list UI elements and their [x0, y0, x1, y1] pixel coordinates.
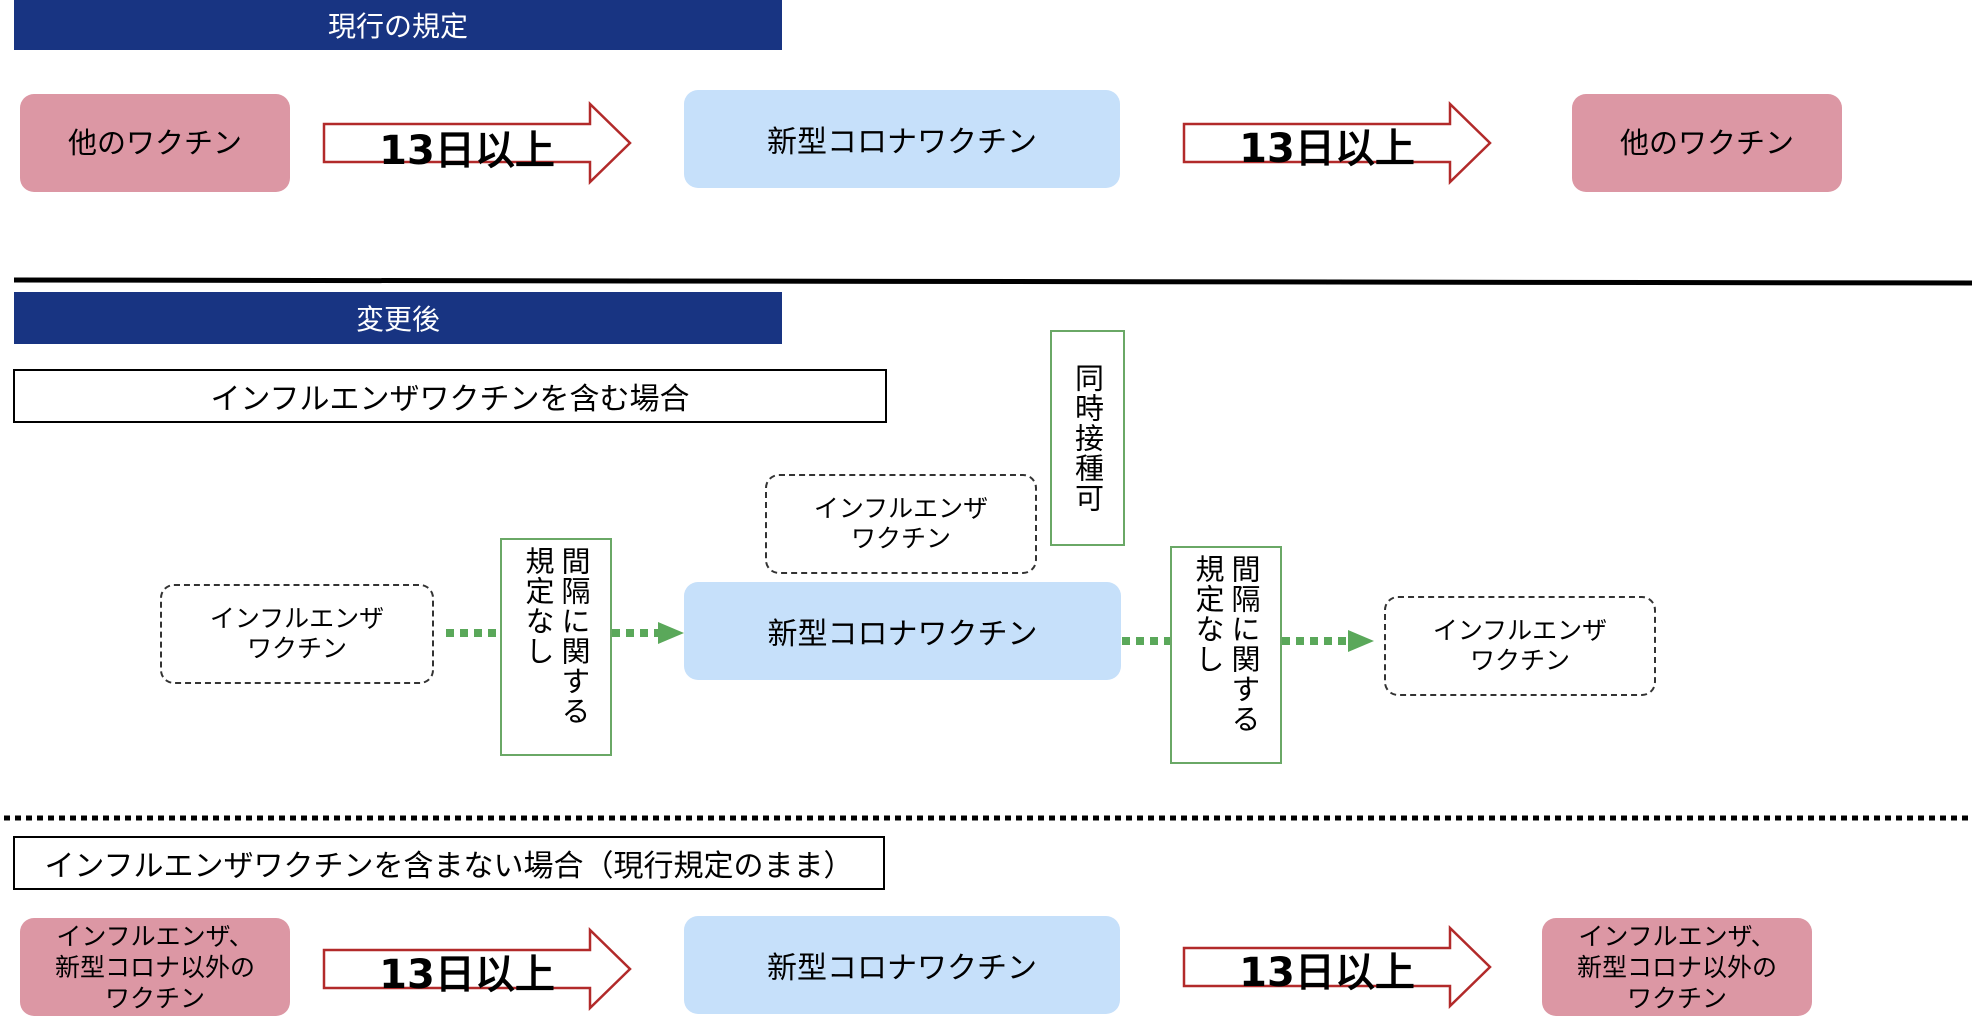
no-interval-rule-box-left: 間隔に関する規定なし	[500, 538, 612, 756]
with-flu-title-box: インフルエンザワクチンを含む場合	[13, 369, 887, 423]
covid-vaccine-box-without-flu: 新型コロナワクチン	[684, 916, 1120, 1014]
no-interval-rule-right-label: 間隔に関する規定なし	[1191, 554, 1261, 734]
dotted-arrow-right	[1122, 630, 1374, 652]
non-flu-vaccine-left-label: インフルエンザ、 新型コロナ以外の ワクチン	[54, 921, 255, 1013]
arrow-13days-4-label: 13日以上	[1239, 950, 1415, 996]
non-flu-vaccine-box-right: インフルエンザ、 新型コロナ以外の ワクチン	[1542, 918, 1812, 1016]
current-rule-banner: 現行の規定	[14, 0, 782, 50]
covid-vaccine-current-label: 新型コロナワクチン	[767, 125, 1037, 160]
non-flu-vaccine-right-label: インフルエンザ、 新型コロナ以外の ワクチン	[1576, 921, 1777, 1013]
covid-vaccine-without-flu-label: 新型コロナワクチン	[767, 951, 1037, 986]
flu-vaccine-right-label: インフルエンザ ワクチン	[1432, 616, 1608, 675]
after-change-banner: 変更後	[14, 292, 782, 344]
simultaneous-vaccination-box: 同時接種可	[1050, 330, 1125, 546]
block-arrow-shape	[1182, 101, 1492, 185]
arrow-13days-1: 13日以上	[322, 101, 632, 185]
other-vaccine-right-label: 他のワクチン	[1619, 126, 1794, 160]
block-arrow-shape	[1182, 925, 1492, 1009]
section-divider-solid	[13, 277, 1972, 286]
flu-vaccine-box-left: インフルエンザ ワクチン	[160, 584, 434, 684]
arrow-13days-1-label: 13日以上	[379, 128, 555, 174]
with-flu-title: インフルエンザワクチンを含む場合	[210, 382, 690, 417]
arrow-13days-2: 13日以上	[1182, 101, 1492, 185]
arrow-13days-3: 13日以上	[322, 927, 632, 1011]
no-interval-rule-left-label: 間隔に関する規定なし	[521, 546, 591, 726]
arrow-13days-2-label: 13日以上	[1239, 126, 1415, 172]
non-flu-vaccine-box-left: インフルエンザ、 新型コロナ以外の ワクチン	[20, 918, 290, 1016]
without-flu-title-box: インフルエンザワクチンを含まない場合（現行規定のまま）	[13, 836, 885, 890]
no-interval-rule-box-right: 間隔に関する規定なし	[1170, 546, 1282, 764]
arrow-13days-4: 13日以上	[1182, 925, 1492, 1009]
simultaneous-vaccination-label: 同時接種可	[1070, 363, 1105, 513]
arrow-13days-3-label: 13日以上	[379, 952, 555, 998]
other-vaccine-box-right: 他のワクチン	[1572, 94, 1842, 192]
flu-vaccine-top-label: インフルエンザ ワクチン	[813, 494, 989, 553]
current-rule-banner-label: 現行の規定	[327, 10, 468, 43]
flu-vaccine-box-top: インフルエンザ ワクチン	[765, 474, 1037, 574]
without-flu-title: インフルエンザワクチンを含まない場合（現行規定のまま）	[44, 849, 854, 884]
block-arrow-shape	[322, 101, 632, 185]
covid-vaccine-box-with-flu: 新型コロナワクチン	[684, 582, 1121, 680]
section-divider-dotted	[4, 815, 1972, 821]
covid-vaccine-with-flu-label: 新型コロナワクチン	[767, 617, 1038, 652]
covid-vaccine-box-current: 新型コロナワクチン	[684, 90, 1120, 188]
after-change-banner-label: 変更後	[355, 303, 440, 336]
other-vaccine-box-left: 他のワクチン	[20, 94, 290, 192]
dotted-arrow-left	[446, 622, 684, 644]
flu-vaccine-left-label: インフルエンザ ワクチン	[209, 604, 385, 663]
block-arrow-shape	[322, 927, 632, 1011]
other-vaccine-left-label: 他のワクチン	[67, 126, 242, 160]
flu-vaccine-box-right: インフルエンザ ワクチン	[1384, 596, 1656, 696]
